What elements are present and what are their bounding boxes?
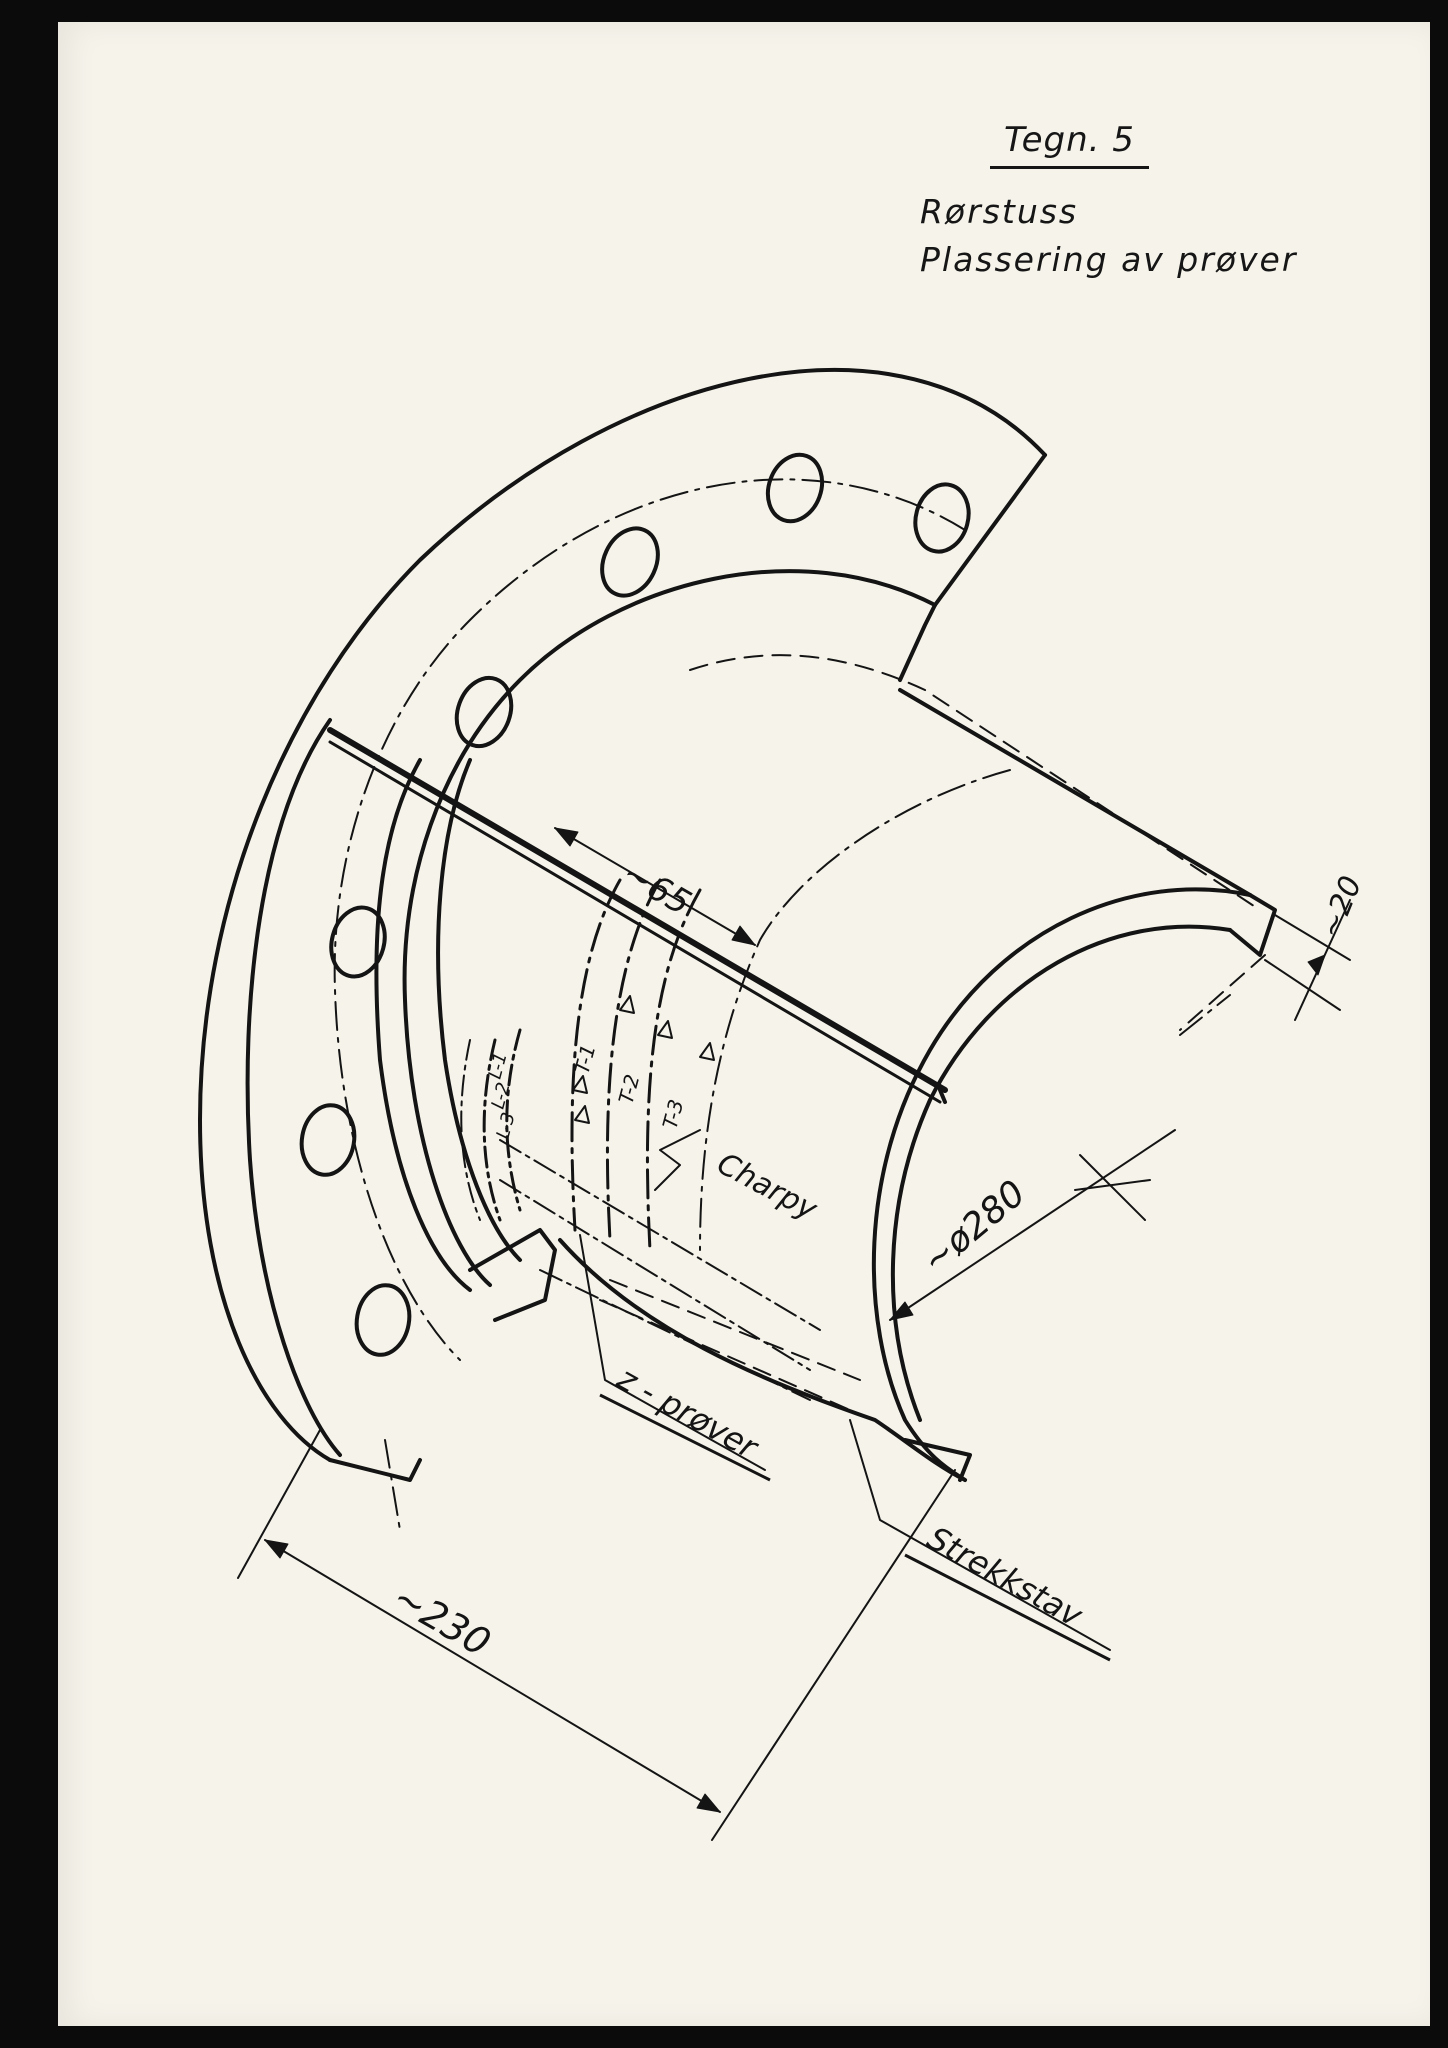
dimension-line-65 (554, 827, 756, 946)
sample-line (539, 1269, 811, 1401)
arrow (889, 1301, 914, 1321)
flange-outer-rim-front (245, 718, 342, 1457)
pipe-end-inner (890, 924, 1232, 1422)
sample-line (645, 888, 702, 1252)
centre-mark (1079, 1154, 1146, 1221)
arrow (696, 1793, 721, 1813)
z-samples-underline (599, 1393, 771, 1482)
hidden-line (689, 654, 1261, 911)
arrow (1307, 954, 1326, 976)
sample-line (505, 1028, 522, 1212)
bolt-hole (600, 526, 660, 598)
extension-line (237, 1429, 321, 1579)
dimension-line-230 (264, 1539, 721, 1813)
tensile-bar-underline (904, 1553, 1111, 1662)
dim-20-label: ~20 (1313, 871, 1369, 943)
section-bar-end (938, 1088, 947, 1104)
centre-mark (1074, 1179, 1151, 1191)
sample-line (570, 878, 622, 1232)
sample-line (605, 878, 662, 1242)
bolt-hole (299, 1103, 357, 1177)
dim-65-label: ~65 (616, 853, 698, 924)
sample-line (460, 1039, 481, 1221)
flange-outer-rim (198, 368, 1047, 1462)
hub-ring-inner (436, 758, 522, 1262)
flange-rim-top-edge (933, 453, 1047, 607)
drawing-heading-line2: Plassering av prøver (920, 240, 1298, 279)
leader-line (654, 1129, 701, 1191)
flange-hub-step (898, 603, 937, 682)
pipe-end-cap (903, 1438, 972, 1482)
flange-face-edge (328, 1458, 422, 1482)
sample-label-l1: L-1 (485, 1050, 512, 1081)
sample-label-l3: L-3 (493, 1110, 520, 1141)
sample-marker (699, 1042, 715, 1061)
bolt-circle (333, 478, 966, 1361)
dimension-line-280 (889, 1129, 1176, 1321)
centre-line (1179, 994, 1231, 1036)
charpy-label: Charpy (711, 1146, 823, 1228)
pipe-top-edge (898, 688, 1252, 897)
sample-line (699, 769, 1011, 1251)
drawing-number: Tegn. 5 (990, 120, 1149, 169)
sample-line (499, 1179, 811, 1371)
bolt-hole (454, 675, 514, 749)
sample-marker (619, 995, 635, 1014)
dim-280-label: ~ø280 (914, 1173, 1033, 1282)
arrow (264, 1539, 289, 1559)
drawing-heading-line1: Rørstuss (920, 192, 1079, 231)
sample-label-t1: T-1 (570, 1042, 601, 1077)
section-bar (328, 740, 942, 1104)
sample-marker (574, 1105, 590, 1124)
bolt-hole (765, 452, 825, 524)
hidden-line (1179, 954, 1266, 1031)
drawing-sheet (58, 22, 1430, 2026)
bolt-hole (913, 482, 971, 554)
pipe-end-wall (1228, 893, 1277, 957)
sample-marker (572, 1075, 588, 1094)
sample-line (499, 1139, 821, 1331)
sample-label-t3: T-3 (658, 1097, 689, 1132)
bolt-hole (329, 905, 387, 979)
hidden-line (609, 1279, 861, 1381)
extension-line (711, 1469, 956, 1841)
centre-line (384, 1439, 401, 1531)
pipe-end-outer (871, 887, 1252, 1482)
leader-line (579, 1234, 766, 1471)
dimension-line-20 (1274, 914, 1351, 961)
hub-ring (374, 758, 472, 1292)
bolt-hole (354, 1283, 412, 1357)
dimension-line-20 (1264, 959, 1341, 1011)
arrow (554, 827, 579, 847)
sample-marker (657, 1020, 673, 1039)
sample-label-t2: T-2 (614, 1072, 645, 1107)
leader-line (849, 1419, 1111, 1651)
dim-230-label: ~230 (386, 1575, 498, 1665)
sample-label-l2: L-2 (488, 1080, 515, 1111)
section-bar (327, 727, 948, 1093)
z-sample-block (468, 1228, 557, 1322)
flange-inner-rim (402, 569, 937, 1287)
arrow (731, 925, 756, 946)
sample-line (482, 1038, 502, 1222)
pipe-bottom-edge (558, 1238, 967, 1482)
